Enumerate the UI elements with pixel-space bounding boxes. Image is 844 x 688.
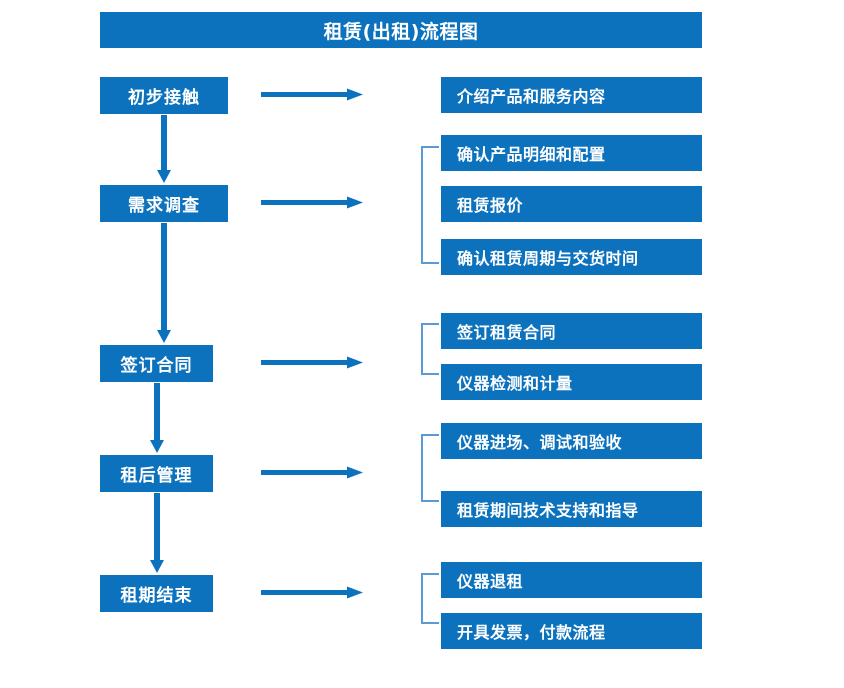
arrow-down-icon-arrow-post-rent-to-end bbox=[148, 493, 166, 573]
arrow-down-icon-arrow-needs-to-sign bbox=[155, 223, 173, 343]
detail-box-rental-quote[interactable]: 租赁报价 bbox=[441, 186, 702, 222]
detail-box-introduce-products[interactable]: 介绍产品和服务内容 bbox=[441, 77, 702, 113]
detail-box-sign-rental-contract[interactable]: 签订租赁合同 bbox=[441, 313, 702, 349]
arrow-right-icon-arrow-sign-contract-to-details bbox=[261, 355, 363, 371]
detail-box-instrument-return[interactable]: 仪器退租 bbox=[441, 562, 702, 598]
stage-box-lease-end[interactable]: 租期结束 bbox=[100, 575, 213, 612]
arrow-down-icon-arrow-initial-to-needs bbox=[155, 115, 173, 183]
stage-box-sign-contract[interactable]: 签订合同 bbox=[100, 345, 213, 382]
detail-box-confirm-spec[interactable]: 确认产品明细和配置 bbox=[441, 135, 702, 171]
group-bracket-icon-bracket-post-rent bbox=[421, 434, 439, 502]
detail-box-instrument-testing[interactable]: 仪器检测和计量 bbox=[441, 364, 702, 400]
detail-box-tech-support[interactable]: 租赁期间技术支持和指导 bbox=[441, 491, 702, 527]
arrow-right-icon-arrow-post-rent-to-details bbox=[261, 465, 363, 481]
group-bracket-icon-bracket-lease-end bbox=[421, 573, 439, 624]
group-bracket-icon-bracket-needs-survey bbox=[421, 146, 439, 264]
detail-box-instrument-entry[interactable]: 仪器进场、调试和验收 bbox=[441, 423, 702, 459]
arrow-down-icon-arrow-sign-to-post-rent bbox=[148, 383, 166, 453]
arrow-right-icon-arrow-needs-survey-to-details bbox=[261, 195, 363, 211]
page-title: 租赁(出租)流程图 bbox=[100, 12, 702, 48]
detail-box-confirm-period[interactable]: 确认租赁周期与交货时间 bbox=[441, 239, 702, 275]
stage-box-needs-survey[interactable]: 需求调查 bbox=[100, 185, 228, 222]
arrow-right-icon-arrow-lease-end-to-details bbox=[261, 585, 363, 601]
arrow-right-icon-arrow-initial-contact-to-introduce bbox=[261, 87, 363, 103]
stage-box-initial-contact[interactable]: 初步接触 bbox=[100, 77, 228, 114]
stage-box-post-rent-mgmt[interactable]: 租后管理 bbox=[100, 455, 213, 492]
group-bracket-icon-bracket-sign-contract bbox=[421, 323, 439, 375]
detail-box-invoice-payment[interactable]: 开具发票，付款流程 bbox=[441, 613, 702, 649]
